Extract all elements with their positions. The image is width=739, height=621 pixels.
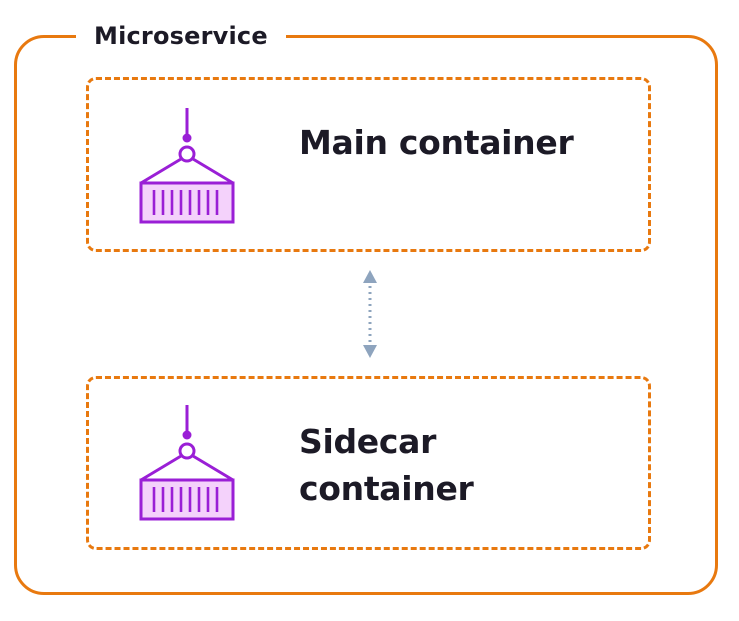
shipping-container-icon bbox=[139, 108, 235, 224]
microservice-title: Microservice bbox=[76, 18, 286, 54]
main-container-box: Main container bbox=[86, 77, 651, 252]
microservice-frame bbox=[14, 35, 718, 595]
sidecar-container-label: Sidecar container bbox=[299, 422, 474, 508]
bidirectional-dotted-arrow bbox=[363, 270, 377, 358]
shipping-container-icon bbox=[139, 405, 235, 521]
sidecar-container-box: Sidecar container bbox=[86, 376, 651, 550]
main-container-label: Main container bbox=[299, 123, 574, 162]
